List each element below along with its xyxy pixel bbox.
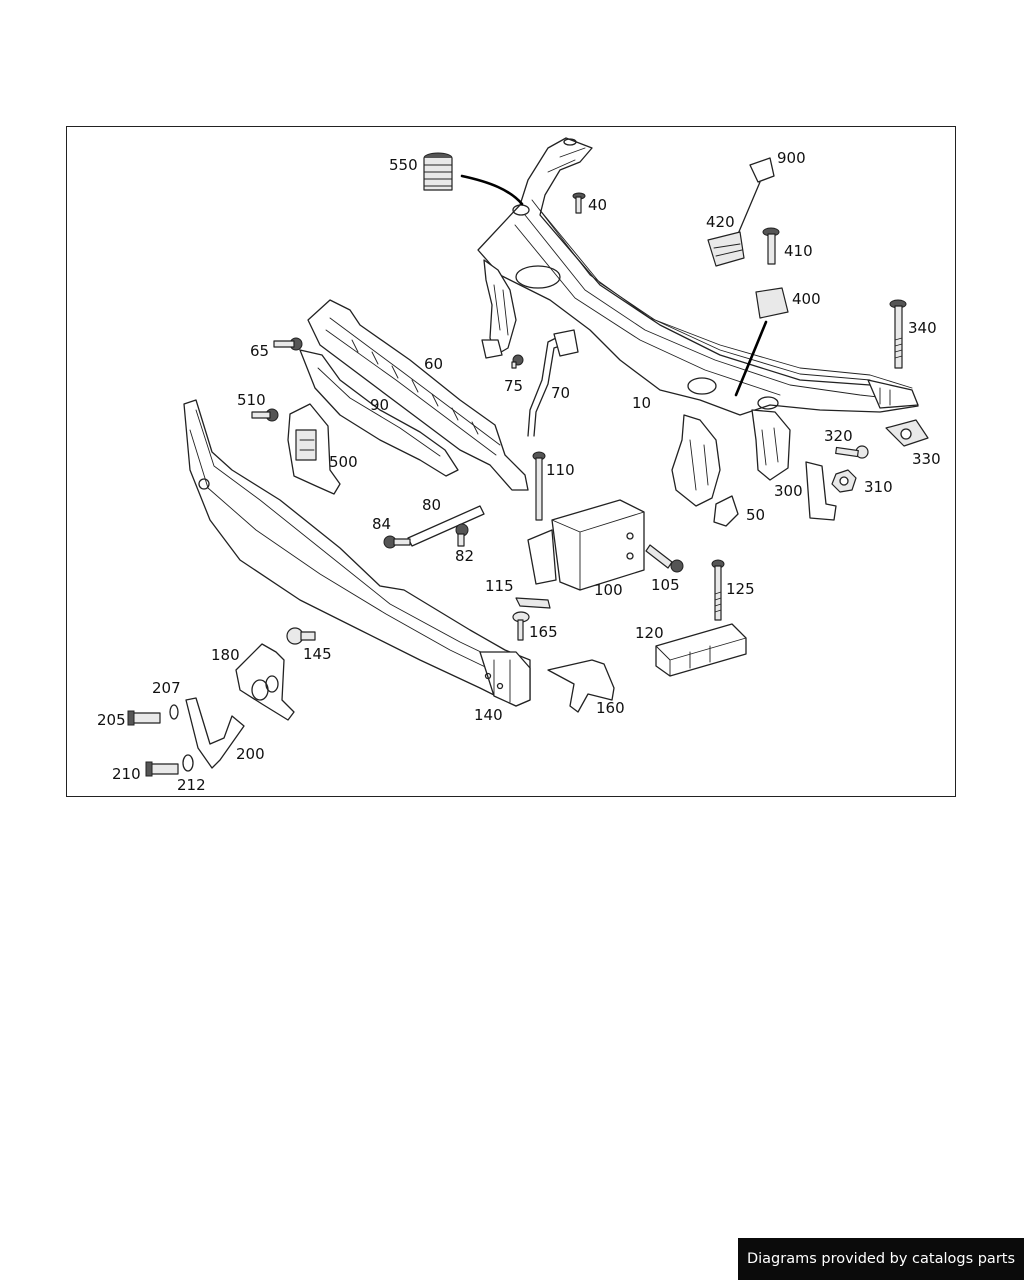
bracket-part-200 (185, 697, 245, 769)
part-label-75: 75 (504, 377, 524, 395)
washer-part-115 (515, 597, 551, 609)
part-label-50: 50 (746, 506, 766, 524)
bolt-part-410 (762, 227, 780, 265)
part-label-10: 10 (632, 394, 652, 412)
screw-part-40 (572, 192, 586, 214)
part-label-320: 320 (824, 427, 853, 445)
bolt-part-105 (645, 544, 684, 573)
part-label-900: 900 (777, 149, 806, 167)
pin-part-80 (407, 505, 485, 547)
part-label-410: 410 (784, 242, 813, 260)
part-label-310: 310 (864, 478, 893, 496)
part-label-40: 40 (588, 196, 608, 214)
part-label-120: 120 (635, 624, 664, 642)
nut-part-145 (286, 627, 316, 645)
part-label-145: 145 (303, 645, 332, 663)
bracket-part-160 (547, 659, 615, 713)
bracket-block-part-100 (527, 499, 645, 591)
bracket-part-50 (713, 495, 739, 527)
screw-part-75 (511, 354, 524, 369)
bolt-part-205 (127, 710, 161, 726)
part-label-82: 82 (455, 547, 475, 565)
bumper-beam-part-140 (183, 399, 531, 707)
bumper-block-part-120 (655, 623, 747, 677)
part-label-510: 510 (237, 391, 266, 409)
part-label-210: 210 (112, 765, 141, 783)
bracket-rod-part-70 (527, 329, 579, 437)
part-label-212: 212 (177, 776, 206, 794)
bolt-part-110 (532, 451, 546, 521)
long-bolt-part-340 (889, 299, 907, 369)
part-label-165: 165 (529, 623, 558, 641)
part-label-125: 125 (726, 580, 755, 598)
bracket-part-330 (885, 419, 929, 447)
part-label-500: 500 (329, 453, 358, 471)
part-label-105: 105 (651, 576, 680, 594)
bolt-part-125 (711, 559, 725, 621)
bracket-part-400 (734, 287, 789, 397)
part-label-180: 180 (211, 646, 240, 664)
part-label-400: 400 (792, 290, 821, 308)
screw-part-84 (383, 535, 411, 549)
part-label-70: 70 (551, 384, 571, 402)
part-label-420: 420 (706, 213, 735, 231)
part-label-115: 115 (485, 577, 514, 595)
bolt-part-210 (145, 761, 179, 777)
part-label-60: 60 (424, 355, 444, 373)
bracket-part-300 (805, 461, 837, 521)
part-label-340: 340 (908, 319, 937, 337)
screw-part-510 (251, 408, 279, 422)
trim-strip-part-90 (299, 349, 459, 477)
part-label-205: 205 (97, 711, 126, 729)
part-label-80: 80 (422, 496, 442, 514)
part-label-330: 330 (912, 450, 941, 468)
attribution-text: Diagrams provided by catalogs parts (746, 1251, 1016, 1267)
part-label-100: 100 (594, 581, 623, 599)
part-label-90: 90 (370, 396, 390, 414)
screw-part-320 (835, 445, 869, 459)
part-label-65: 65 (250, 342, 270, 360)
nut-part-310 (831, 469, 857, 493)
clip-part-420 (707, 157, 775, 267)
front-carrier-part-10 (477, 137, 919, 507)
washer-part-212 (182, 754, 194, 772)
part-label-140: 140 (474, 706, 503, 724)
attribution-banner: Diagrams provided by catalogs parts (738, 1238, 1024, 1280)
part-label-207: 207 (152, 679, 181, 697)
part-label-110: 110 (546, 461, 575, 479)
bracket-part-180 (235, 643, 295, 721)
bracket-part-500 (287, 403, 341, 495)
bump-stop-part-550 (423, 152, 524, 206)
part-label-550: 550 (389, 156, 418, 174)
part-label-200: 200 (236, 745, 265, 763)
screw-part-82 (455, 523, 469, 547)
cross-member-part-60 (307, 299, 529, 491)
part-label-300: 300 (774, 482, 803, 500)
screw-part-65 (273, 337, 303, 351)
part-label-84: 84 (372, 515, 392, 533)
part-label-160: 160 (596, 699, 625, 717)
screw-part-165 (512, 611, 530, 641)
washer-part-207 (169, 704, 179, 720)
